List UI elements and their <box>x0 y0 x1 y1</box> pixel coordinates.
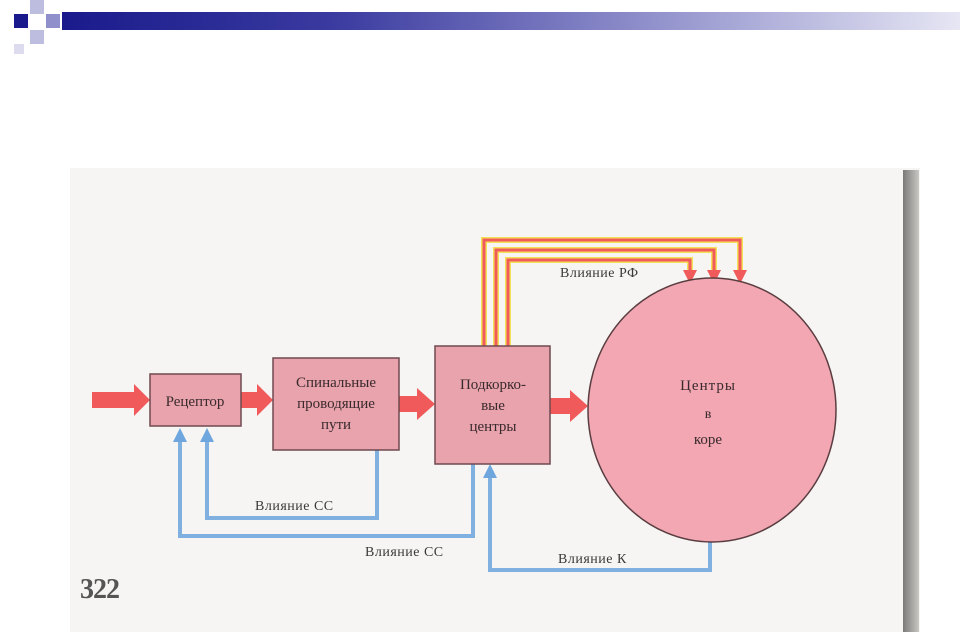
cc-outer-arrowhead <box>173 428 187 442</box>
k-influence-line <box>488 476 712 572</box>
subcortical-label-line-2: вые <box>481 398 505 414</box>
decor-square-4 <box>30 30 44 44</box>
spinal-label-line-2: проводящие <box>297 396 375 412</box>
decor-square-1 <box>14 14 28 28</box>
cortex-label-line-1: Центры <box>680 378 736 394</box>
decor-square-5 <box>14 44 24 54</box>
spinal-label-line-1: Спинальные <box>296 375 376 391</box>
scan-page-edge <box>903 170 919 632</box>
cc-inner-arrowhead <box>200 428 214 442</box>
k-influence-label: Влияние К <box>558 552 627 567</box>
decor-square-2 <box>30 0 44 14</box>
rf-influence-label: Влияние РФ <box>560 266 639 281</box>
title-bar-decoration <box>0 0 960 56</box>
spinal-label-line-3: пути <box>321 417 351 433</box>
cortex-label-line-3: коре <box>694 432 723 448</box>
flow-arrow-spinal-subcortical <box>399 388 435 420</box>
flow-arrow-input <box>92 384 150 416</box>
cortex-label-line-2: в <box>705 407 712 422</box>
decor-square-3 <box>46 14 60 28</box>
flow-arrow-receptor-spinal <box>241 384 273 416</box>
cc-influence-outer-line <box>178 440 475 538</box>
rf-influence-lines <box>481 237 747 346</box>
subcortical-label-line-3: центры <box>469 419 516 435</box>
cc-outer-influence-label: Влияние СС <box>365 545 444 560</box>
receptor-label: Рецептор <box>166 394 225 410</box>
title-band <box>62 12 960 30</box>
subcortical-label-line-1: Подкорко- <box>460 377 526 393</box>
cc-influence-inner-line <box>205 440 379 520</box>
subcortical-centers-box <box>434 345 551 465</box>
flow-arrow-subcortical-cortex <box>550 390 588 422</box>
spinal-pathways-box <box>272 357 400 451</box>
page-number: 322 <box>80 574 120 605</box>
k-arrowhead <box>483 464 497 478</box>
cortex-centers-circle <box>587 277 837 543</box>
cc-inner-influence-label: Влияние СС <box>255 499 334 514</box>
receptor-box <box>149 373 242 427</box>
